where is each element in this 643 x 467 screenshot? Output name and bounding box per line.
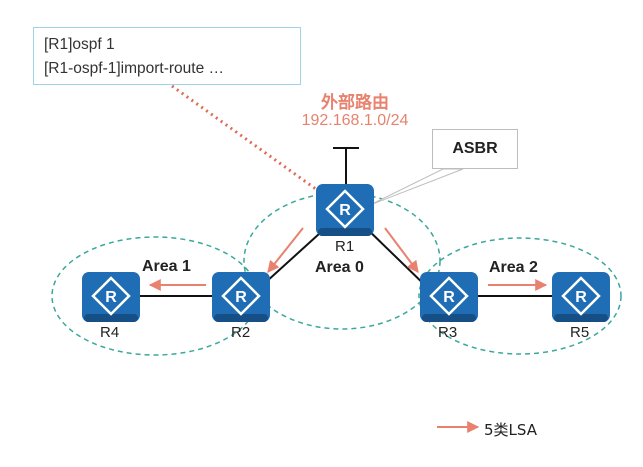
router-r5-label: R5 [570,324,590,341]
router-r4-icon[interactable]: R [82,272,140,322]
area-2-label: Area 2 [489,259,538,276]
asbr-callout: ASBR [432,129,518,169]
area-0-label: Area 0 [315,259,364,276]
external-route-network: 192.168.1.0/24 [301,112,409,129]
svg-text:R: R [339,202,351,219]
router-r2-label: R2 [231,324,251,341]
svg-text:R: R [235,289,247,306]
router-r1-label: R1 [335,238,355,255]
legend-label: 5类LSA [484,421,537,439]
lsa-arrow-r1-to-r3 [384,227,419,273]
router-r4-label: R4 [100,324,120,341]
router-r2-icon[interactable]: R [212,272,270,322]
svg-text:R: R [105,289,117,306]
router-r3-label: R3 [438,324,458,341]
area-0-boundary [243,192,441,330]
router-r1-icon[interactable]: R [316,184,374,236]
config-line-1: [R1]ospf 1 [44,36,115,53]
external-route-title: 外部路由 [321,93,389,113]
area-2-boundary [418,237,622,355]
asbr-callout-tail [369,168,464,206]
svg-text:R: R [575,289,587,306]
config-command-box: [R1]ospf 1 [R1-ospf-1]import-route … [33,27,301,85]
config-pointer-line [171,84,321,194]
svg-text:R: R [443,289,455,306]
config-line-2: [R1-ospf-1]import-route … [44,60,225,77]
router-r3-icon[interactable]: R [420,272,478,322]
lsa-arrow-r1-to-r2 [267,227,304,273]
router-r5-icon[interactable]: R [552,272,610,322]
asbr-label: ASBR [452,140,498,157]
area-1-label: Area 1 [142,258,191,275]
